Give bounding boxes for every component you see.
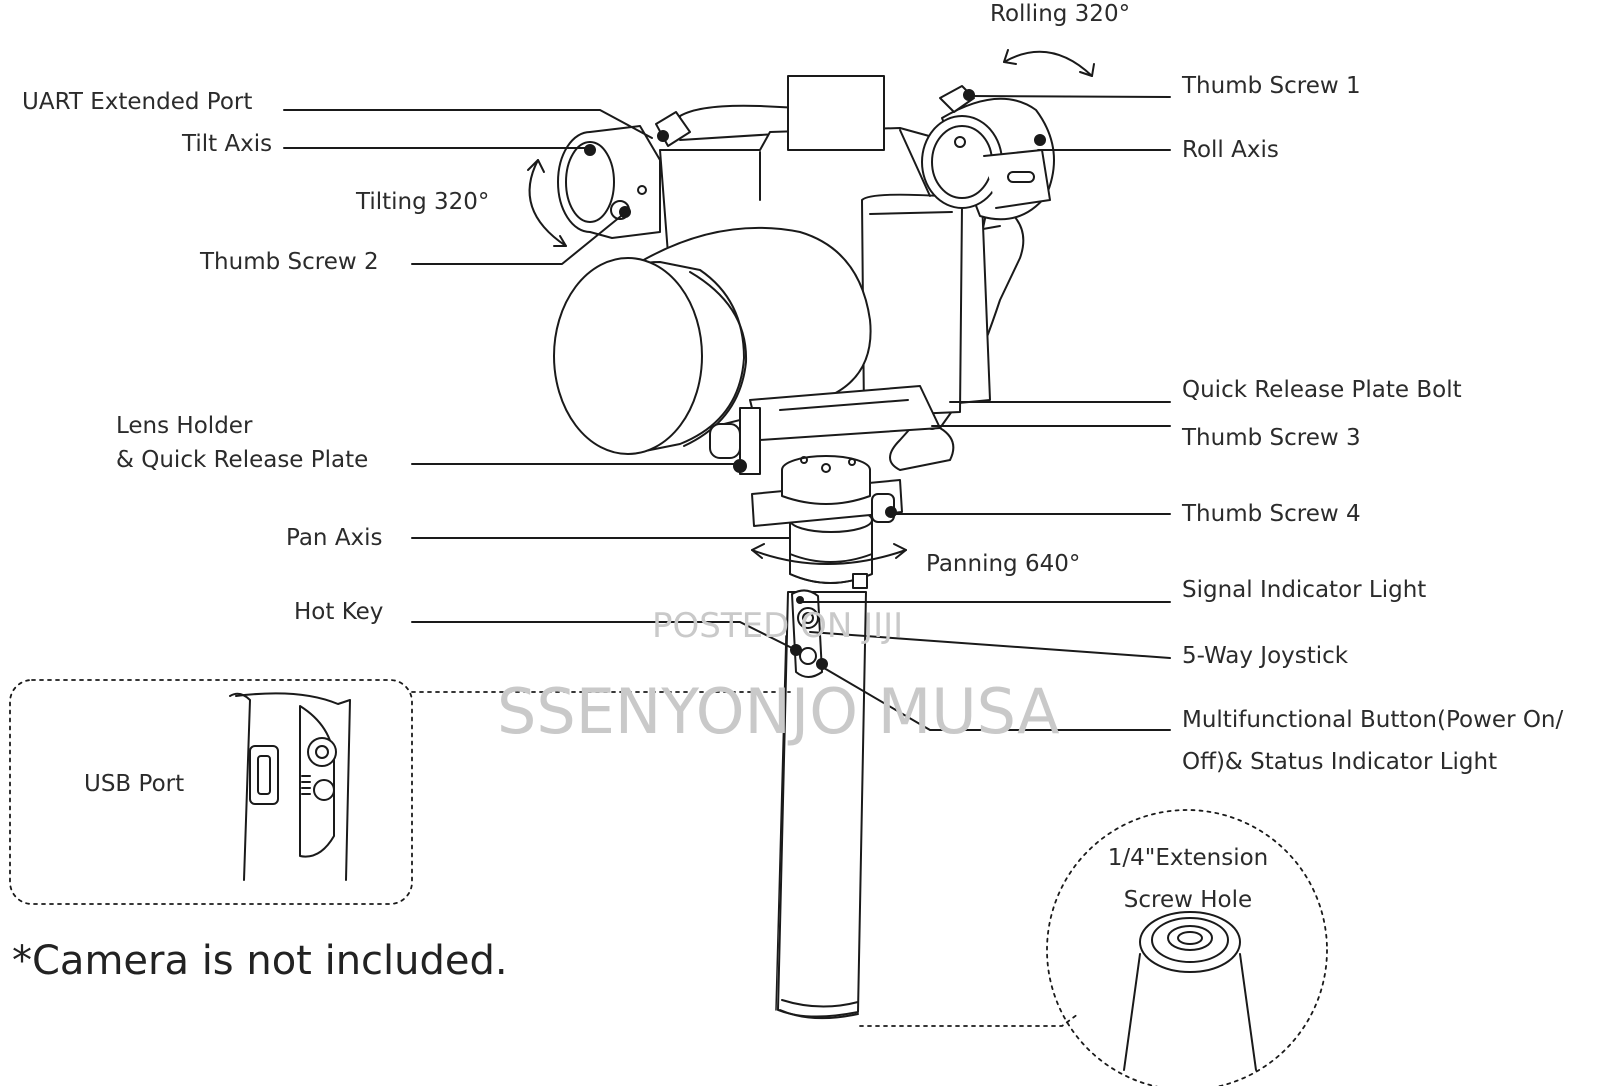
multi-button-label-2: Off)& Status Indicator Light [1182,749,1498,775]
uart-port-label: UART Extended Port [22,89,253,115]
signal-light-label: Signal Indicator Light [1182,577,1427,603]
extension-label-1: 1/4"Extension [1107,845,1269,871]
thumb-screw-2-label: Thumb Screw 2 [200,249,379,275]
watermark-name: SSENYONJO MUSA [497,675,1060,748]
handle-grip [775,589,867,1020]
pan-axis-label: Pan Axis [286,525,383,551]
tilting-label: Tilting 320° [356,189,490,215]
multi-button-label-1: Multifunctional Button(Power On/ [1182,707,1564,733]
extension-label-2: Screw Hole [1123,887,1253,913]
watermark-posted: POSTED ON JIJI [652,606,904,646]
lens-holder-label-2: & Quick Release Plate [116,447,369,473]
usb-port-label: USB Port [84,771,185,797]
extension-magnifier [859,809,1328,1086]
thumb-screw-4-label: Thumb Screw 4 [1182,501,1361,527]
joystick-label: 5-Way Joystick [1182,643,1349,669]
usb-inset [9,679,791,905]
lens-holder-plate [709,385,941,475]
lens-holder-label-1: Lens Holder [116,413,253,439]
hot-key-label: Hot Key [294,599,384,625]
leader-lines [283,95,1171,731]
thumb-screw-3-label: Thumb Screw 3 [1182,425,1361,451]
rolling-label: Rolling 320° [990,1,1131,27]
roll-axis-label: Roll Axis [1182,137,1279,163]
roll-motor [921,85,1055,221]
camera-not-included-note: *Camera is not included. [12,938,508,984]
tilt-axis-label: Tilt Axis [182,131,273,157]
qr-plate-bolt-label: Quick Release Plate Bolt [1182,377,1462,403]
tilting-arrow [527,159,567,247]
base-clamp [751,455,903,527]
thumb-screw-1-label: Thumb Screw 1 [1182,73,1361,99]
camera-lens [553,226,872,455]
panning-arrow [751,543,907,565]
rolling-arrow [1003,49,1095,77]
tilt-motor [557,125,661,239]
panning-label: Panning 640° [926,551,1081,577]
